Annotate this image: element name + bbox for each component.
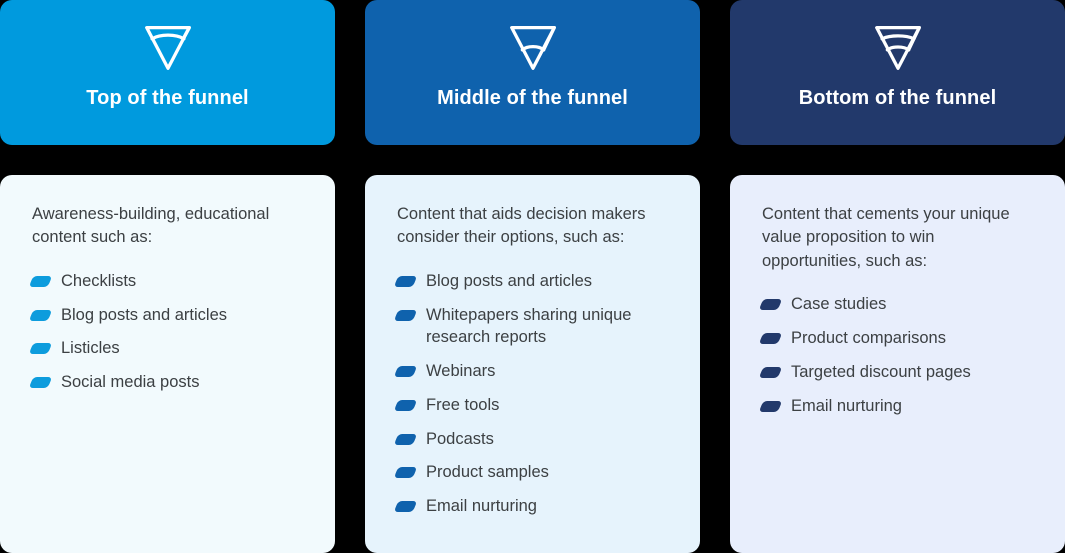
funnel-intro-mofu: Content that aids decision makers consid… (397, 205, 646, 247)
list-item: Product comparisons (758, 327, 1041, 350)
bullet-parallelogram-icon (28, 343, 53, 355)
funnel-icon-bottom (869, 18, 927, 76)
list-item: Case studies (758, 293, 1041, 316)
funnel-column-tofu: Top of the funnel Awareness-building, ed… (0, 0, 335, 553)
list-item: Checklists (28, 270, 311, 293)
funnel-header-title-mofu: Middle of the funnel (437, 87, 628, 109)
list-item-label: Podcasts (426, 429, 494, 448)
funnel-body-card-tofu: Awareness-building, educational content … (0, 175, 335, 553)
list-item-label: Whitepapers sharing unique research repo… (426, 305, 632, 347)
funnel-header-card-bofu: Bottom of the funnel (730, 0, 1065, 145)
list-item-label: Case studies (791, 295, 887, 314)
bullet-parallelogram-icon (393, 399, 418, 411)
list-item-label: Checklists (61, 271, 137, 290)
list-item-label: Product samples (426, 463, 549, 482)
bullet-parallelogram-icon (393, 467, 418, 479)
list-item: Social media posts (28, 371, 311, 394)
list-item-label: Email nurturing (791, 396, 902, 415)
funnel-icon-middle (504, 18, 562, 76)
funnel-intro-bofu: Content that cements your unique value p… (762, 205, 1010, 270)
bullet-parallelogram-icon (28, 377, 53, 389)
list-item-label: Listicles (61, 339, 120, 358)
bullet-parallelogram-icon (393, 309, 418, 321)
list-item-label: Blog posts and articles (61, 305, 228, 324)
bullet-parallelogram-icon (393, 275, 418, 287)
list-item: Listicles (28, 337, 311, 360)
list-item-label: Blog posts and articles (426, 271, 593, 290)
bullet-parallelogram-icon (393, 501, 418, 513)
funnel-header-title-bofu: Bottom of the funnel (798, 87, 997, 109)
bullet-parallelogram-icon (758, 299, 783, 311)
list-item-label: Webinars (426, 362, 496, 381)
funnel-body-card-mofu: Content that aids decision makers consid… (365, 175, 700, 553)
funnel-bullet-list-bofu: Case studies Product comparisons Targete… (758, 293, 1041, 418)
list-item: Blog posts and articles (28, 304, 311, 327)
funnel-bullet-list-tofu: Checklists Blog posts and articles Listi… (28, 270, 311, 394)
list-item-label: Social media posts (61, 373, 200, 392)
list-item: Targeted discount pages (758, 361, 1041, 384)
list-item-label: Email nurturing (426, 497, 537, 516)
list-item: Blog posts and articles (393, 270, 676, 293)
bullet-parallelogram-icon (393, 433, 418, 445)
list-item: Product samples (393, 461, 676, 484)
funnel-header-title-tofu: Top of the funnel (86, 87, 249, 109)
list-item-label: Targeted discount pages (791, 362, 971, 381)
funnel-body-card-bofu: Content that cements your unique value p… (730, 175, 1065, 553)
list-item: Webinars (393, 360, 676, 383)
funnel-column-bofu: Bottom of the funnel Content that cement… (730, 0, 1065, 553)
list-item: Email nurturing (758, 395, 1041, 418)
list-item: Email nurturing (393, 495, 676, 518)
funnel-column-mofu: Middle of the funnel Content that aids d… (365, 0, 700, 553)
bullet-parallelogram-icon (393, 366, 418, 378)
list-item-label: Free tools (426, 395, 500, 414)
funnel-header-card-tofu: Top of the funnel (0, 0, 335, 145)
list-item: Podcasts (393, 428, 676, 451)
bullet-parallelogram-icon (758, 400, 783, 412)
funnel-intro-tofu: Awareness-building, educational content … (32, 205, 270, 247)
bullet-parallelogram-icon (758, 366, 783, 378)
list-item: Free tools (393, 394, 676, 417)
bullet-parallelogram-icon (28, 309, 53, 321)
bullet-parallelogram-icon (28, 275, 53, 287)
funnel-header-card-mofu: Middle of the funnel (365, 0, 700, 145)
funnel-bullet-list-mofu: Blog posts and articles Whitepapers shar… (393, 270, 676, 518)
list-item-label: Product comparisons (791, 329, 946, 348)
list-item: Whitepapers sharing unique research repo… (393, 304, 676, 350)
funnel-icon-top (139, 18, 197, 76)
bullet-parallelogram-icon (758, 333, 783, 345)
